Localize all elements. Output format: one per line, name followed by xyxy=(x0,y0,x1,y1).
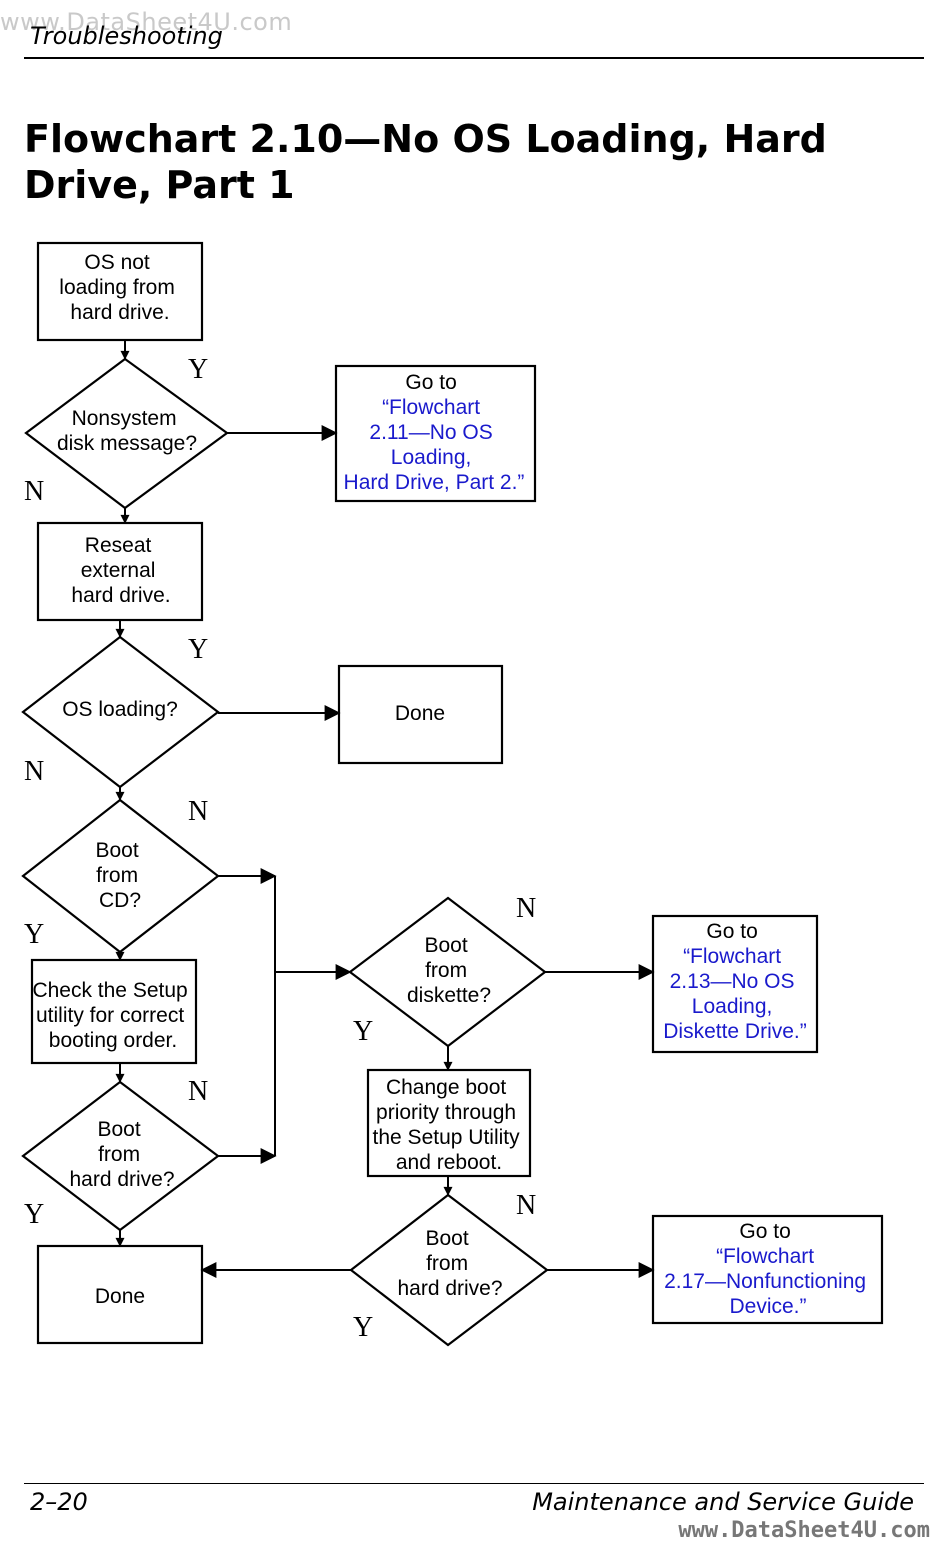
boot-hd2-diamond xyxy=(349,1193,549,1347)
label-n-nonsystem: N xyxy=(24,476,44,507)
nonsystem-text: Nonsystem disk message? xyxy=(57,407,197,455)
goto-213-box xyxy=(651,914,819,1054)
label-n-diskette: N xyxy=(516,893,536,924)
page-number: 2–20 xyxy=(30,1488,88,1516)
label-y-bootcd: Y xyxy=(24,919,44,950)
boot-diskette-text: Boot from diskette? xyxy=(407,934,491,1007)
footer-watermark: www.DataSheet4U.com xyxy=(678,1518,930,1543)
start-box xyxy=(36,241,204,342)
done2-text: Done xyxy=(95,1285,145,1308)
label-n-boothd1: N xyxy=(188,1076,208,1107)
boot-hd1-text: Boot from hard drive? xyxy=(69,1118,174,1191)
label-y-diskette: Y xyxy=(353,1016,373,1047)
guide-title: Maintenance and Service Guide xyxy=(532,1488,914,1516)
goto-217-text[interactable]: Go to “Flowchart 2.17—Nonfunctioning Dev… xyxy=(664,1220,872,1318)
label-n-osloading: N xyxy=(24,756,44,787)
goto-213-text[interactable]: Go to “Flowchart 2.13—No OS Loading, Dis… xyxy=(663,920,807,1043)
page-title: Flowchart 2.10—No OS Loading, Hard Drive… xyxy=(24,117,827,207)
header-watermark: www.DataSheet4U.com xyxy=(0,8,293,36)
check-setup-text: Check the Setup utility for correct boot… xyxy=(32,979,193,1052)
start-text: OS not loading from hard drive. xyxy=(59,251,180,324)
goto-211-text[interactable]: Go to “Flowchart 2.11—No OS Loading, Har… xyxy=(344,371,525,494)
os-loading-text: OS loading? xyxy=(62,698,178,721)
label-y-nonsystem: Y xyxy=(188,354,208,385)
label-y-boothd1: Y xyxy=(24,1199,44,1230)
section-title: Troubleshooting xyxy=(30,22,223,50)
label-n-boothd2: N xyxy=(516,1190,536,1221)
label-y-boothd2: Y xyxy=(353,1312,373,1343)
check-setup-box xyxy=(30,958,198,1065)
label-n-bootcd: N xyxy=(188,796,208,827)
footer-divider xyxy=(24,1483,924,1484)
label-y-osloading: Y xyxy=(188,634,208,665)
header-divider xyxy=(24,57,924,59)
change-boot-text: Change boot priority through the Setup U… xyxy=(373,1076,526,1174)
boot-cd-text: Boot from CD? xyxy=(95,839,144,912)
boot-hd2-text: Boot from hard drive? xyxy=(397,1227,502,1300)
reseat-text: Reseat external hard drive. xyxy=(71,534,170,607)
done1-text: Done xyxy=(395,702,445,725)
